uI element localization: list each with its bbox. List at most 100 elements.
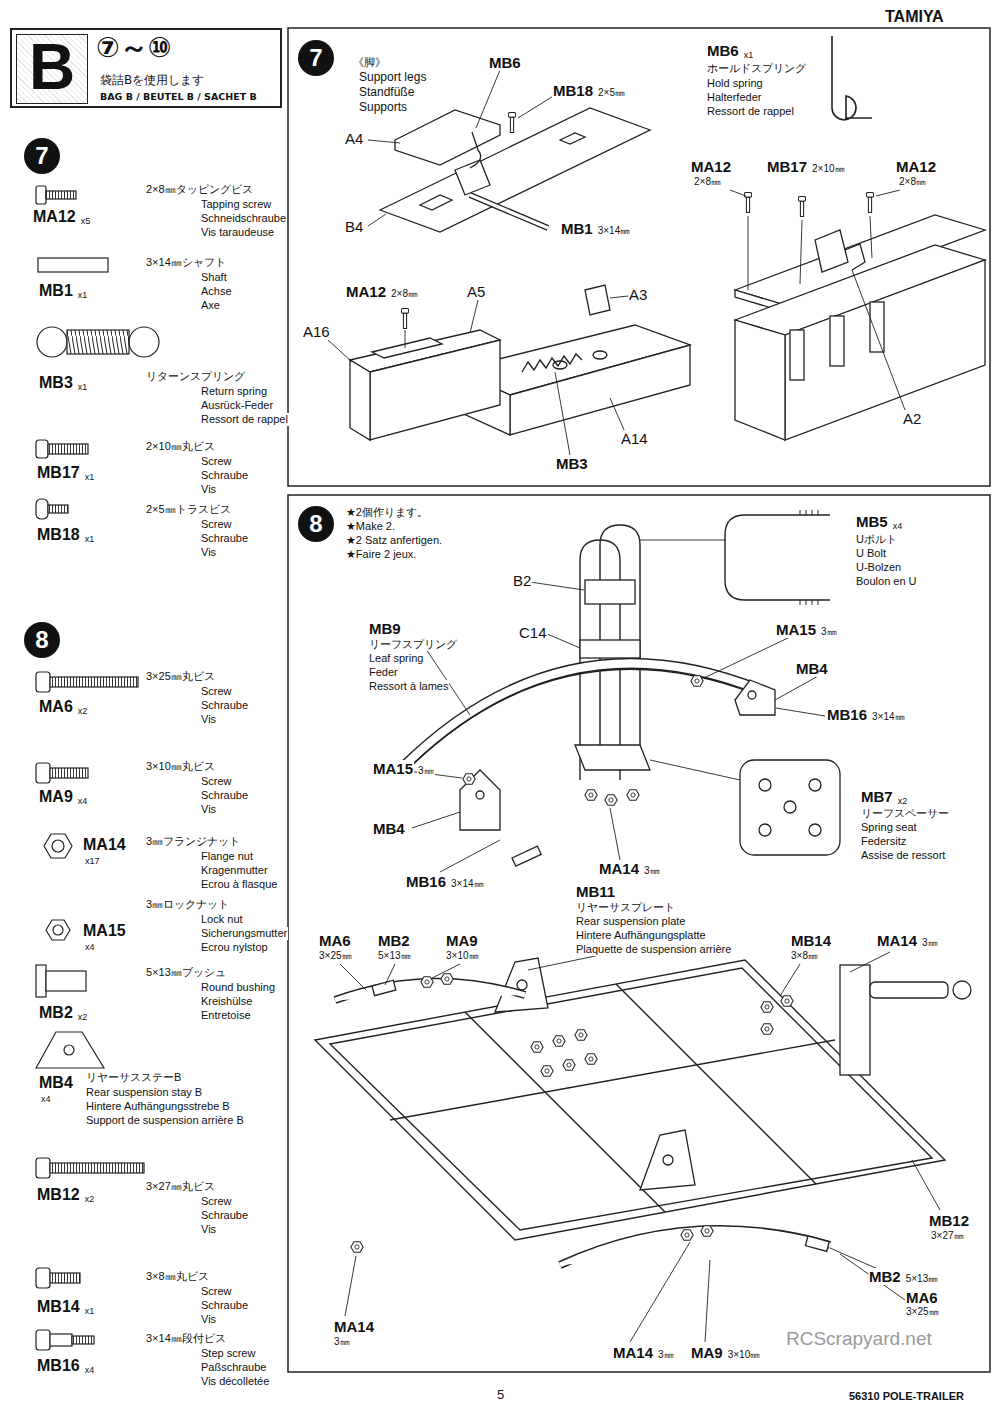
quantity: x4 [84, 1365, 96, 1375]
caption-text: Screw [200, 775, 233, 788]
caption-text: U Bolt [855, 547, 887, 560]
dimension: 3×25㎜ [318, 950, 353, 962]
caption-text: Vis taraudeuse [200, 226, 275, 239]
part-code: MB14 [790, 932, 832, 949]
caption-text: Screw [200, 685, 233, 698]
part-code: A5 [466, 283, 486, 300]
caption-text: Screw [200, 455, 233, 468]
dimension: 2×8㎜ [898, 176, 927, 188]
quantity: x17 [84, 856, 101, 866]
part-code: A14 [620, 430, 649, 447]
caption-text: リーフスペーサー [860, 807, 950, 820]
dimension: 3×10㎜ [445, 950, 480, 962]
caption-text: Sicherungsmutter [200, 927, 288, 940]
caption-text: 3㎜ロックナット [145, 898, 230, 911]
caption-text: ★Make 2. [345, 520, 396, 533]
part-code: MA6 [318, 932, 352, 949]
part-code: MB2 [377, 932, 411, 949]
caption-text: Vis décolletée [200, 1375, 270, 1388]
caption-text: Support legs [358, 71, 427, 85]
dimension: 3㎜ [333, 1336, 351, 1348]
caption-text: 3×8㎜丸ビス [145, 1270, 210, 1283]
part-code: MA15 [775, 621, 817, 638]
part-code: MB6 [488, 54, 522, 71]
caption-text: Paßschraube [200, 1361, 267, 1374]
part-code: MB1 [38, 282, 74, 300]
caption-text: Shaft [200, 271, 228, 284]
step-number: 7 [298, 40, 334, 76]
caption-text: ★2 Satz anfertigen. [345, 534, 443, 547]
caption-text: Screw [200, 1195, 233, 1208]
caption-text: Vis [200, 1223, 217, 1236]
part-code: MA15 [82, 922, 127, 940]
quantity: x1 [84, 1306, 96, 1316]
part-code: MB17 [766, 158, 808, 175]
header-text: BAG B / BEUTEL B / SACHET B [100, 92, 257, 103]
part-code: MB2 [868, 1268, 902, 1285]
caption-text: 3×14㎜段付ビス [145, 1332, 227, 1345]
caption-text: リターンスプリング [145, 370, 246, 383]
dimension: 2×10㎜ [811, 163, 846, 175]
watermark: RCScrapyard.net [785, 1328, 933, 1350]
part-code: MB4 [795, 660, 829, 677]
part-code: MB2 [38, 1004, 74, 1022]
caption-text: Flange nut [200, 850, 254, 863]
caption-text: Schraube [200, 699, 249, 712]
caption-text: Hintere Aufhängungsstrebe B [85, 1100, 231, 1113]
step-number-text: 8 [309, 510, 322, 538]
part-code: MB5 [855, 513, 889, 530]
part-code: MA6 [905, 1289, 939, 1306]
caption-text: ★2個作ります。 [345, 506, 429, 519]
caption-text: Vis [200, 546, 217, 559]
caption-text: Schraube [200, 1209, 249, 1222]
part-code: MA15 [372, 760, 414, 777]
step-number-text: 7 [35, 142, 48, 170]
dimension: 2×5㎜ [597, 87, 626, 99]
part-code: A2 [902, 410, 922, 427]
caption-text: 2×5㎜トラスビス [145, 503, 232, 516]
caption-text: Vis [200, 1313, 217, 1326]
part-code: A4 [344, 130, 364, 147]
part-code: MA14 [82, 836, 127, 854]
caption-text: Round bushing [200, 981, 276, 994]
caption-text: 3㎜フランジナット [145, 835, 241, 848]
part-code: MB12 [36, 1186, 81, 1204]
part-code: MA14 [333, 1318, 375, 1335]
caption-text: Hintere Aufhängungsplatte [575, 929, 707, 942]
part-code: C14 [518, 624, 548, 641]
caption-text: リヤーサスステーB [85, 1071, 182, 1084]
caption-text: Ressort à lames [368, 680, 449, 693]
quantity: x2 [77, 1012, 89, 1022]
quantity: x1 [77, 382, 89, 392]
caption-text: Support de suspension arrière B [85, 1114, 245, 1127]
quantity: x1 [84, 534, 96, 544]
part-code: MA9 [445, 932, 479, 949]
part-code: MB3 [38, 374, 74, 392]
quantity: x5 [80, 216, 92, 226]
part-code: MB4 [372, 820, 406, 837]
caption-text: リヤーサスプレート [575, 901, 676, 914]
caption-text: Boulon en U [855, 575, 918, 588]
dimension: 3×25㎜ [905, 1306, 940, 1318]
part-code: MB4 [38, 1074, 74, 1092]
caption-text: Return spring [200, 385, 268, 398]
part-code: MB18 [552, 82, 594, 99]
caption-text: Step screw [200, 1347, 256, 1360]
dimension: 3㎜ [820, 626, 838, 638]
quantity: x4 [40, 1094, 52, 1104]
step-number: 7 [24, 138, 60, 174]
part-code: MB16 [826, 706, 868, 723]
caption-text: 5×13㎜ブッシュ [145, 966, 227, 979]
part-code: MA14 [612, 1344, 654, 1361]
caption-text: Halterfeder [706, 91, 762, 104]
part-code: MB17 [36, 464, 81, 482]
part-code: MA12 [690, 158, 732, 175]
caption-text: 3×14㎜シャフト [145, 256, 227, 269]
caption-text: Hold spring [706, 77, 764, 90]
caption-text: Standfüße [358, 86, 415, 100]
part-code: MA14 [598, 860, 640, 877]
caption-text: Tapping screw [200, 198, 272, 211]
dimension: 5×13㎜ [377, 950, 412, 962]
part-code: MA9 [38, 788, 74, 806]
